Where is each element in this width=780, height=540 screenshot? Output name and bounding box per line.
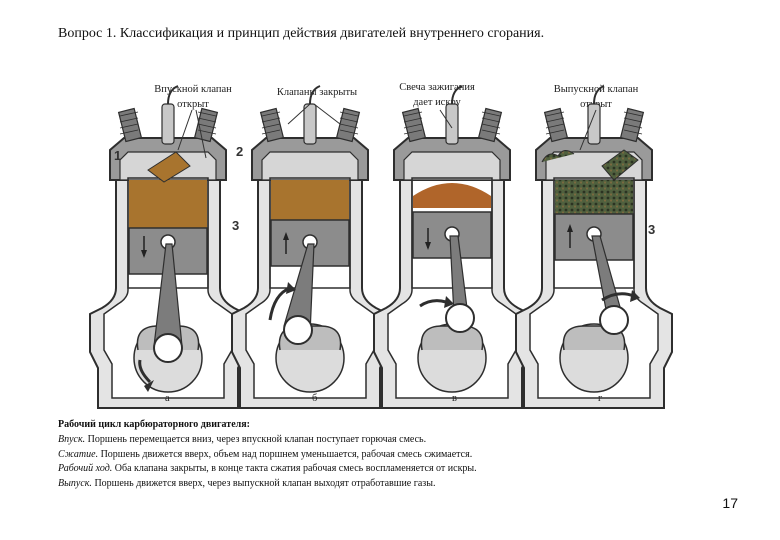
cycle-description: Рабочий цикл карбюраторного двигателя: В… bbox=[58, 418, 477, 492]
engine-power bbox=[374, 86, 530, 408]
stroke-letter-g: г bbox=[598, 393, 602, 404]
description-line-power: Рабочий ход. Оба клапана закрыты, в конц… bbox=[58, 462, 477, 477]
term-intake: Впуск. bbox=[58, 434, 85, 445]
text-intake: Поршень перемещается вниз, через впускно… bbox=[85, 434, 426, 445]
description-line-exhaust: Выпуск. Поршень движется вверх, через вы… bbox=[58, 477, 477, 492]
text-power: Оба клапана закрыты, в конце такта сжати… bbox=[112, 463, 476, 474]
stroke-letter-b: б bbox=[312, 393, 317, 404]
stroke-letter-a: а bbox=[165, 393, 170, 404]
text-compression: Поршень движется вверх, объем над поршне… bbox=[98, 449, 472, 460]
engine-exhaust bbox=[516, 86, 672, 408]
text-exhaust: Поршень движется вверх, через выпускной … bbox=[92, 478, 436, 489]
part-number-3b: 3 bbox=[648, 222, 655, 237]
engine-intake bbox=[90, 86, 246, 408]
term-exhaust: Выпуск. bbox=[58, 478, 92, 489]
description-line-compression: Сжатие. Поршень движется вверх, объем на… bbox=[58, 448, 477, 463]
term-compression: Сжатие. bbox=[58, 449, 98, 460]
description-heading: Рабочий цикл карбюраторного двигателя: bbox=[58, 418, 477, 433]
part-number-1: 1 bbox=[114, 148, 121, 163]
page-number: 17 bbox=[722, 495, 738, 511]
term-power: Рабочий ход. bbox=[58, 463, 112, 474]
part-number-2: 2 bbox=[236, 144, 243, 159]
description-line-intake: Впуск. Поршень перемещается вниз, через … bbox=[58, 433, 477, 448]
part-number-3a: 3 bbox=[232, 218, 239, 233]
engine-compression bbox=[232, 86, 388, 408]
stroke-letter-v: в bbox=[452, 393, 457, 404]
